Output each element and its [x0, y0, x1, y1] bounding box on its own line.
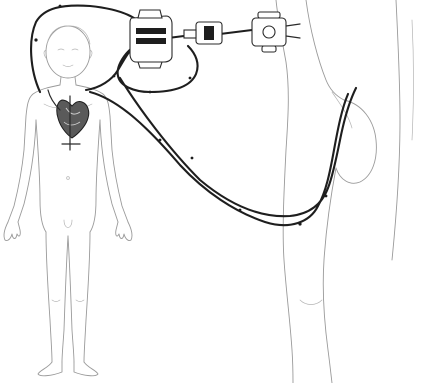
child-body-outline: [4, 26, 132, 376]
oxygenator-unit: [252, 12, 300, 52]
heart-with-cannulas: [48, 90, 89, 150]
pump-console: [130, 10, 172, 68]
leg-side-view-outline: [276, 0, 414, 383]
circuit-connector: [184, 22, 222, 44]
